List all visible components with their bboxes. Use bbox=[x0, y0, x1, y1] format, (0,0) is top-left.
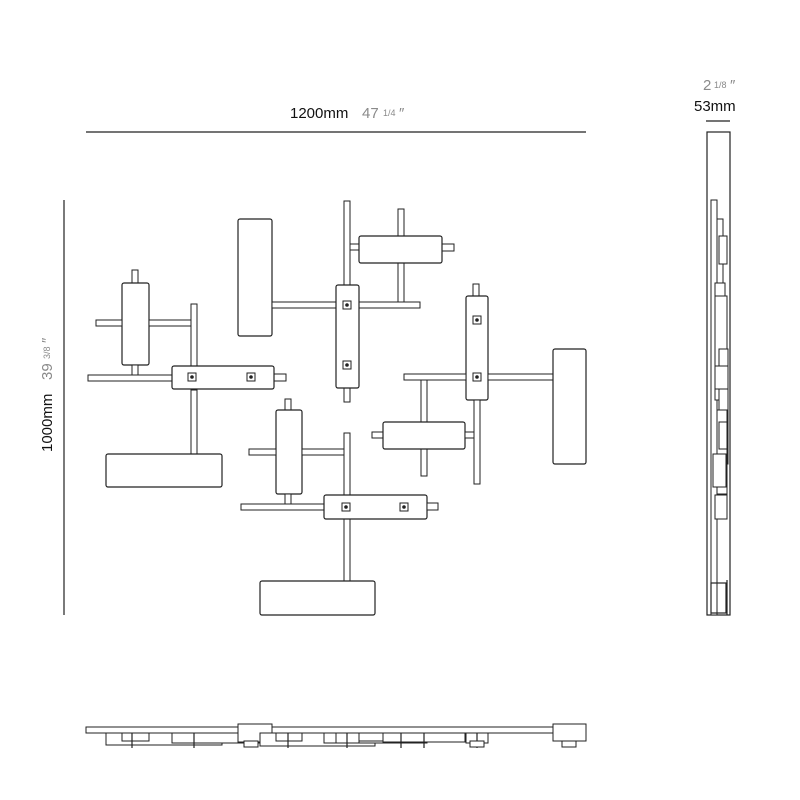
height-inch-mark: ″ bbox=[39, 337, 56, 343]
lamp-shade bbox=[259, 580, 376, 616]
arm-rod bbox=[420, 448, 428, 477]
bottom-rail bbox=[85, 726, 587, 734]
arm-rod bbox=[472, 283, 480, 297]
arm-rod bbox=[95, 319, 123, 327]
screw-hole bbox=[345, 303, 349, 307]
width-dimension: 1200mm 47 1/4 ″ bbox=[86, 105, 586, 133]
module-left bbox=[87, 269, 287, 488]
arm-rod bbox=[131, 269, 139, 284]
arm-rod bbox=[301, 448, 345, 456]
side-shade bbox=[718, 421, 728, 450]
height-imperial-whole: 39 bbox=[39, 363, 56, 380]
depth-imperial-frac: 1/8 bbox=[714, 80, 727, 90]
screw-hole bbox=[344, 505, 348, 509]
arm-rod bbox=[397, 262, 405, 303]
screw-hole bbox=[249, 375, 253, 379]
arm-rod bbox=[464, 431, 475, 439]
arm-rod bbox=[371, 431, 384, 439]
mounting-bracket bbox=[171, 365, 275, 390]
module-top-center bbox=[237, 200, 455, 403]
side-rod bbox=[710, 199, 718, 616]
arm-rod bbox=[190, 303, 198, 367]
side-bracket bbox=[714, 365, 729, 390]
arm-rod bbox=[271, 301, 337, 309]
arm-rod bbox=[343, 387, 351, 403]
screw-hole bbox=[475, 375, 479, 379]
screw-hole bbox=[345, 363, 349, 367]
lamp-shade bbox=[105, 453, 223, 488]
arm-rod bbox=[284, 493, 292, 505]
screw-hole bbox=[475, 318, 479, 322]
side-bracket bbox=[714, 494, 728, 520]
arm-rod bbox=[343, 200, 351, 286]
arm-rod bbox=[284, 398, 292, 411]
arm-rod bbox=[487, 373, 554, 381]
bottom-foot bbox=[469, 740, 485, 748]
screw-hole bbox=[190, 375, 194, 379]
arm-rod bbox=[240, 503, 325, 511]
arm-rod bbox=[131, 364, 139, 376]
arm-rod bbox=[403, 373, 467, 381]
width-imperial-whole: 47 bbox=[362, 105, 379, 122]
height-metric-label: 1000mm bbox=[39, 394, 56, 452]
arm-rod bbox=[426, 502, 439, 511]
arm-rod bbox=[87, 374, 173, 382]
side-shade bbox=[710, 582, 727, 614]
arm-rod bbox=[343, 432, 351, 496]
arm-rod bbox=[343, 517, 351, 582]
height-dimension: 1000mm 39 3/8 ″ bbox=[39, 200, 65, 615]
lamp-shade bbox=[275, 409, 303, 495]
lamp-shade bbox=[358, 235, 443, 264]
side-shade bbox=[718, 235, 728, 265]
arm-rod bbox=[273, 373, 287, 382]
bottom-foot bbox=[561, 740, 577, 748]
lamp-shade bbox=[552, 348, 587, 465]
lamp-shade bbox=[237, 218, 273, 337]
arm-rod bbox=[473, 399, 481, 485]
front-view bbox=[87, 200, 587, 616]
module-right bbox=[371, 283, 587, 485]
width-inch-mark: ″ bbox=[399, 105, 405, 122]
bottom-shade bbox=[552, 723, 587, 742]
screw-hole bbox=[402, 505, 406, 509]
arm-rod bbox=[148, 319, 192, 327]
depth-dimension: 2 1/8 ″ 53mm bbox=[694, 77, 736, 122]
side-shade bbox=[712, 453, 727, 488]
module-bottom-center bbox=[240, 398, 439, 616]
bottom-shade bbox=[275, 732, 303, 742]
mounting-bracket bbox=[465, 295, 489, 401]
arm-rod bbox=[355, 301, 421, 309]
height-imperial-frac: 3/8 bbox=[42, 346, 52, 359]
mounting-bracket bbox=[323, 494, 428, 520]
depth-inch-mark: ″ bbox=[730, 77, 736, 94]
arm-rod bbox=[248, 448, 277, 456]
width-imperial-frac: 1/4 bbox=[383, 108, 396, 118]
arm-rod bbox=[190, 389, 198, 455]
mounting-bracket bbox=[335, 284, 360, 389]
bottom-shade bbox=[121, 732, 150, 742]
bottom-view bbox=[85, 723, 587, 748]
depth-imperial-whole: 2 bbox=[703, 77, 711, 94]
width-metric-label: 1200mm bbox=[290, 105, 348, 122]
side-shade bbox=[716, 409, 728, 495]
arm-rod bbox=[441, 243, 455, 252]
depth-metric-label: 53mm bbox=[694, 98, 736, 115]
lamp-shade bbox=[121, 282, 150, 366]
arm-rod bbox=[420, 379, 428, 423]
lamp-shade bbox=[382, 421, 466, 450]
bottom-foot bbox=[243, 740, 259, 748]
side-view bbox=[706, 131, 731, 616]
side-outline bbox=[706, 131, 731, 616]
arm-rod bbox=[397, 208, 405, 237]
